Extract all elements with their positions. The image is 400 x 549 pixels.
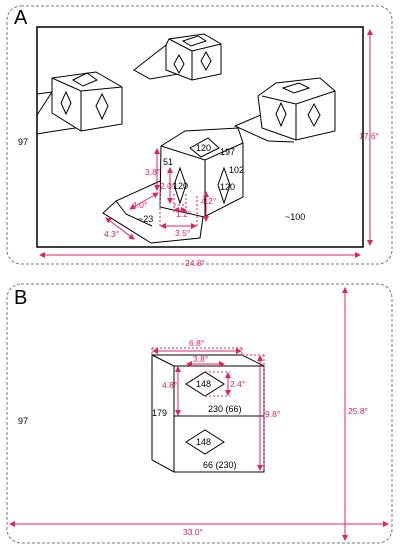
lum-top-face-right: 197 — [220, 147, 235, 157]
dim-diamond-height-b: 2.4° — [230, 379, 245, 389]
lum-bottom-diamond: 148 — [196, 437, 211, 447]
dim-shadow-depth: 4.0° — [132, 200, 147, 210]
lum-left-face: 120 — [173, 181, 188, 191]
dim-field-height: 25.8° — [348, 406, 368, 416]
dim-face-width: 3.5° — [175, 228, 190, 238]
lum-top-face-b: 230 (66) — [208, 404, 242, 414]
dim-cube-width: 6.8° — [189, 338, 204, 348]
dim-field-width: 33.0° — [183, 527, 203, 537]
lum-top-face: 120 — [196, 143, 211, 153]
dim-diamond-width-b: 3.8° — [193, 354, 208, 364]
lum-floor: ~100 — [285, 212, 305, 222]
cube-right — [233, 77, 336, 143]
panel-b-frame — [6, 283, 393, 544]
dimensions-b — [9, 287, 389, 541]
lum-bottom-face-b: 66 (230) — [203, 460, 237, 470]
cube-top — [133, 33, 222, 81]
dim-upper-face-height: 4.8° — [162, 380, 177, 390]
dim-diamond-height: 2.0° — [160, 181, 175, 191]
lum-top-diamond: 148 — [196, 379, 211, 389]
panel-a: A — [6, 5, 393, 268]
dim-scene-height: 17.6° — [359, 131, 379, 141]
dim-face-height: 3.8° — [145, 167, 160, 177]
dim-diamond-width: 1.2° — [176, 209, 191, 219]
dim-right-face-height: 4.2° — [201, 196, 216, 206]
lum-left-face-b: 179 — [152, 408, 167, 418]
scene-frame — [36, 26, 364, 248]
bg-luminance-a: 97 — [18, 137, 28, 147]
dim-cube-height: 9.8° — [265, 409, 280, 419]
panel-b: B 97 148 148 179 230 (66) 66 (230) — [6, 283, 393, 544]
lum-left-face-top: 51 — [163, 157, 173, 167]
dimensions-a — [39, 29, 373, 258]
lum-right-face-top: 102 — [229, 165, 244, 175]
dim-shadow-width: 4.3° — [104, 229, 119, 239]
panel-a-label: A — [14, 7, 28, 29]
cube-left — [36, 71, 123, 135]
bg-luminance-b: 97 — [18, 416, 28, 426]
lum-shadow: ~23 — [138, 214, 153, 224]
panel-b-label: B — [14, 287, 27, 309]
dim-scene-width: 24.8° — [185, 258, 205, 268]
lum-right-face: 120 — [220, 182, 235, 192]
cube-front — [102, 127, 244, 244]
